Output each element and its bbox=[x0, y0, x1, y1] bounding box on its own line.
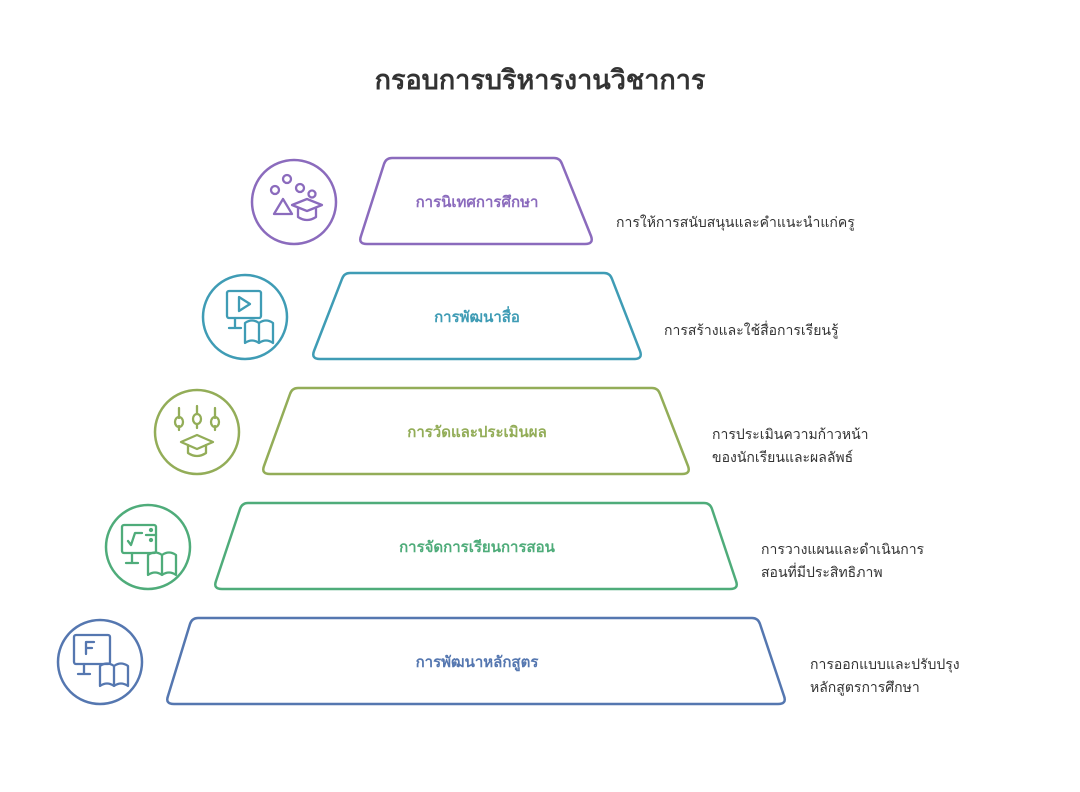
level-1-label: การนิเทศการศึกษา bbox=[416, 193, 539, 211]
level-3: การวัดและประเมินผล bbox=[153, 386, 690, 476]
description-line: การออกแบบและปรับปรุง bbox=[810, 657, 960, 673]
level-3-trapezoid bbox=[262, 386, 690, 476]
level-5-label: การพัฒนาหลักสูตร bbox=[416, 653, 540, 672]
description-line: การประเมินความก้าวหน้า bbox=[712, 427, 869, 443]
level-4-label: การจัดการเรียนการสอน bbox=[399, 538, 556, 556]
description-line: การสร้างและใช้สื่อการเรียนรู้ bbox=[664, 323, 839, 339]
level-1-trapezoid bbox=[359, 156, 593, 246]
description-line: ของนักเรียนและผลลัพธ์ bbox=[712, 450, 854, 466]
level-2-label: การพัฒนาสื่อ bbox=[434, 306, 520, 326]
level-3-label: การวัดและประเมินผล bbox=[407, 423, 547, 441]
description-line: สอนที่มีประสิทธิภาพ bbox=[761, 565, 883, 581]
level-2: การพัฒนาสื่อ bbox=[201, 271, 642, 361]
level-4-trapezoid bbox=[214, 501, 738, 591]
level-5-description: การออกแบบและปรับปรุง หลักสูตรการศึกษา bbox=[810, 654, 960, 700]
formula-monitor-book-icon bbox=[56, 618, 144, 706]
level-4: การจัดการเรียนการสอน bbox=[104, 501, 738, 591]
level-1-description: การให้การสนับสนุนและคำแนะนำแก่ครู bbox=[616, 212, 855, 235]
diagram-title: กรอบการบริหารงานวิชาการ bbox=[374, 65, 706, 96]
level-3-description: การประเมินความก้าวหน้า ของนักเรียนและผลล… bbox=[712, 424, 869, 470]
level-2-description: การสร้างและใช้สื่อการเรียนรู้ bbox=[664, 320, 839, 343]
description-line: การให้การสนับสนุนและคำแนะนำแก่ครู bbox=[616, 215, 855, 231]
level-5: การพัฒนาหลักสูตร bbox=[56, 616, 786, 706]
math-board-book-icon bbox=[104, 503, 192, 591]
video-monitor-book-icon bbox=[201, 273, 289, 361]
test-tubes-graduation-cap-icon bbox=[153, 388, 241, 476]
level-5-trapezoid bbox=[166, 616, 786, 706]
level-2-trapezoid bbox=[312, 271, 642, 361]
level-1: การนิเทศการศึกษา bbox=[250, 156, 593, 246]
description-line: หลักสูตรการศึกษา bbox=[810, 680, 920, 696]
science-graduation-cap-icon bbox=[250, 158, 338, 246]
description-line: การวางแผนและดำเนินการ bbox=[761, 542, 925, 558]
level-4-description: การวางแผนและดำเนินการ สอนที่มีประสิทธิภา… bbox=[761, 539, 924, 585]
